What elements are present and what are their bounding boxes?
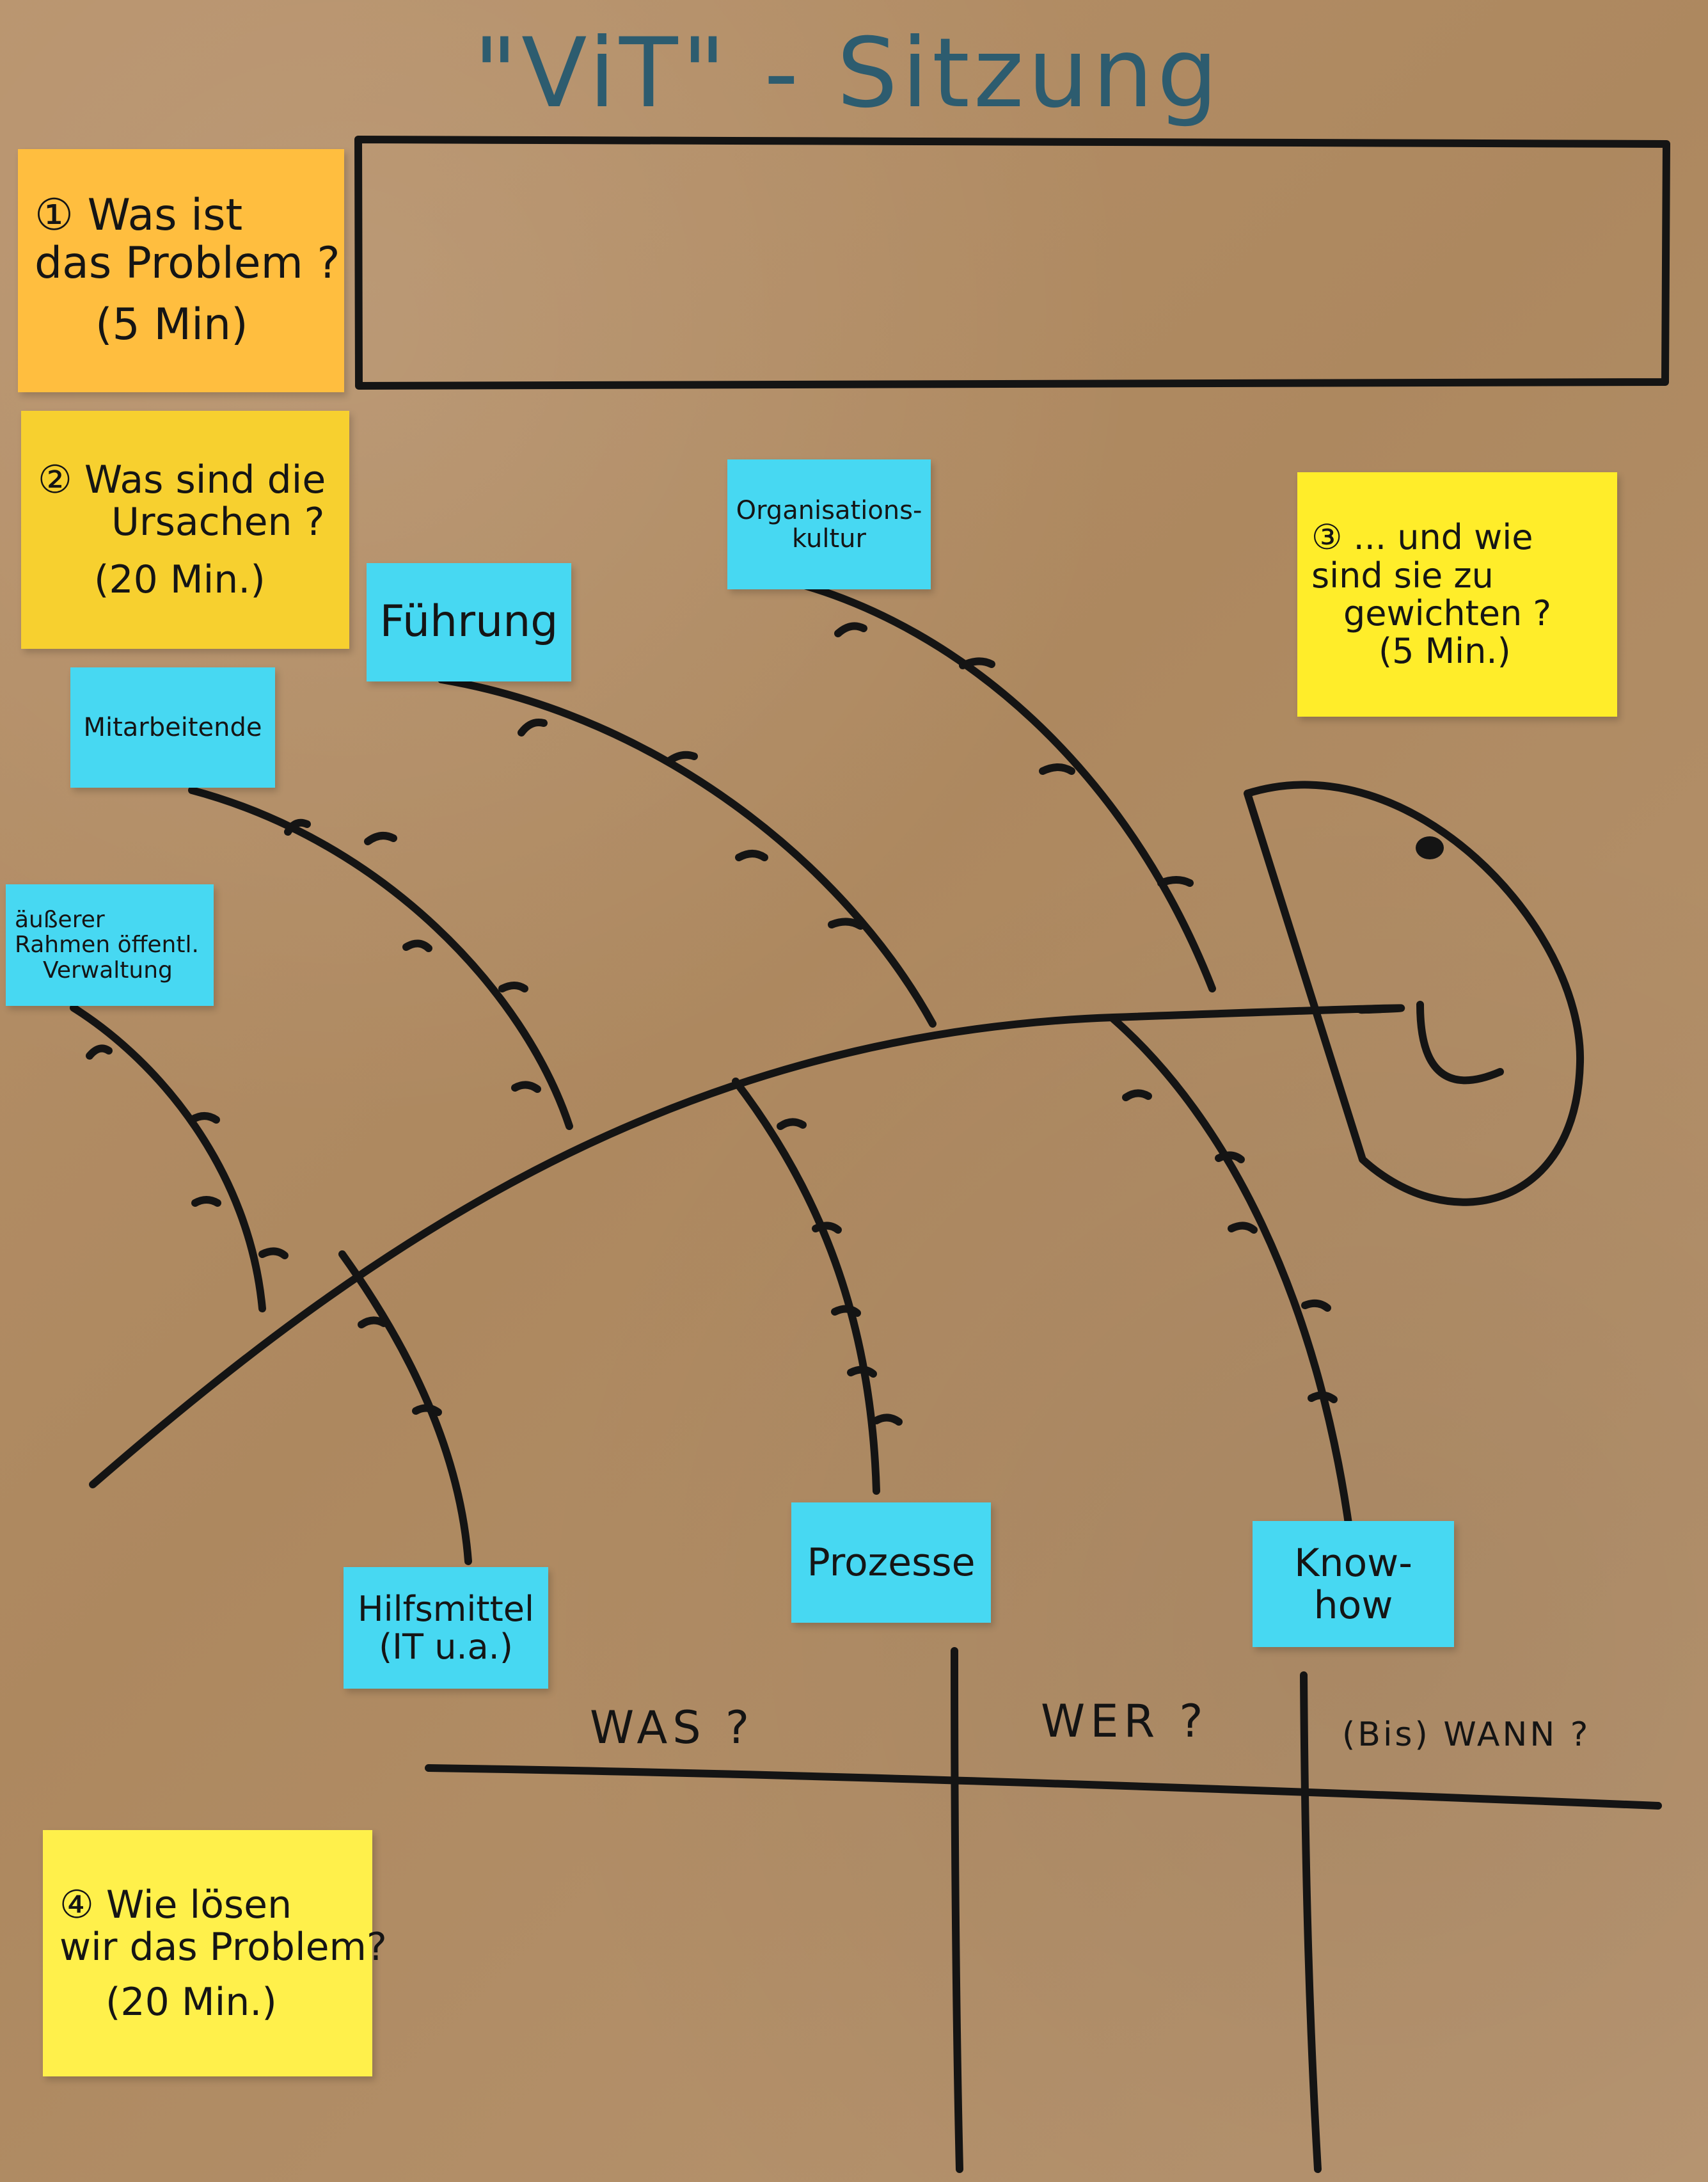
tick-12 (498, 982, 528, 992)
causes-note: ② Was sind die Ursachen ? (20 Min.) (21, 411, 349, 649)
tick-7 (735, 850, 768, 861)
causes-note-line-1: ② Was sind die (38, 458, 326, 502)
causes-note-line-2: Ursachen ? (111, 500, 325, 545)
tick-21 (812, 1222, 842, 1234)
tick-26 (1215, 1151, 1245, 1163)
fish-eye (1416, 836, 1444, 859)
category-mitarbeitende-line-1: Mitarbeitende (83, 713, 262, 742)
category-organisationskultur: Organisations- kultur (727, 459, 931, 589)
tick-16 (191, 1196, 221, 1207)
tick-1 (834, 622, 867, 637)
solution-note-line-3: (20 Min.) (106, 1979, 277, 2025)
tick-8 (828, 918, 864, 930)
weighting-note: ③ ... und wie sind sie zu gewichten ? (5… (1297, 472, 1617, 717)
category-aeusserer-rahmen-line-2: Rahmen öffentl. (15, 932, 199, 959)
category-aeusserer-rahmen-line-1: äußerer (15, 906, 105, 933)
category-knowhow-line-2: how (1313, 1582, 1393, 1628)
tick-27 (1228, 1222, 1258, 1234)
fish-spine (89, 1004, 1405, 1488)
tick-5 (518, 719, 548, 737)
problem-box (354, 136, 1670, 390)
problem-note-line-1: ① Was ist (35, 189, 243, 241)
solution-note: ④ Wie lösen wir das Problem? (20 Min.) (43, 1830, 387, 2076)
tick-25 (1122, 1089, 1152, 1101)
category-organisationskultur-line-1: Organisations- (736, 495, 922, 525)
category-hilfsmittel: Hilfsmittel (IT u.a.) (344, 1567, 548, 1689)
solution-note-line-2: wir das Problem? (59, 1924, 387, 1970)
tick-19 (412, 1404, 442, 1416)
action-table-header-wer: WER ? (1041, 1695, 1208, 1748)
weighting-note-line-2: sind sie zu (1311, 555, 1494, 596)
problem-note-line-3: (5 Min) (95, 299, 248, 351)
weighting-note-line-1: ③ ... und wie (1311, 517, 1533, 558)
table-divider-1 (951, 1647, 963, 2173)
tick-14 (86, 1044, 113, 1060)
bone-prozesse (732, 1078, 880, 1495)
bone-aeusserer-rahmen (70, 1004, 266, 1312)
table-header-line (425, 1764, 1662, 1810)
tick-15 (188, 1112, 220, 1124)
tick-20 (777, 1118, 807, 1130)
tick-4 (1157, 876, 1194, 887)
tick-2 (959, 657, 995, 669)
tick-18 (358, 1316, 388, 1328)
category-aeusserer-rahmen-line-3: Verwaltung (43, 957, 173, 983)
fish-head (1244, 781, 1585, 1206)
causes-note-line-3: (20 Min.) (94, 557, 265, 602)
category-hilfsmittel-line-2: (IT u.a.) (379, 1627, 513, 1667)
fish-mouth (1416, 1001, 1504, 1085)
category-fuehrung: Führung (367, 563, 571, 681)
action-table-header-was: WAS ? (590, 1701, 755, 1754)
problem-note: ① Was ist das Problem ? (5 Min) (18, 149, 344, 392)
category-knowhow: Know- how (1253, 1521, 1454, 1647)
tick-3 (1039, 763, 1075, 775)
solution-note-line-1: ④ Wie lösen (59, 1882, 292, 1927)
category-fuehrung-line-1: Führung (379, 596, 558, 648)
board-title: "ViT" - Sitzung (473, 18, 1222, 129)
bone-organisationskultur (789, 578, 1216, 992)
category-aeusserer-rahmen: äußerer Rahmen öffentl. Verwaltung (6, 884, 214, 1006)
category-knowhow-line-1: Know- (1294, 1540, 1412, 1586)
tick-29 (1308, 1391, 1338, 1403)
tick-11 (402, 939, 432, 952)
tick-10 (364, 832, 397, 845)
table-divider-2 (1300, 1671, 1322, 2173)
tick-24 (873, 1414, 903, 1426)
tick-9 (284, 818, 311, 836)
category-organisationskultur-line-2: kultur (792, 523, 866, 553)
category-hilfsmittel-line-1: Hilfsmittel (358, 1588, 534, 1629)
category-mitarbeitende: Mitarbeitende (70, 667, 275, 788)
category-prozesse-line-1: Prozesse (807, 1540, 976, 1585)
bone-knowhow (1109, 1015, 1354, 1536)
tick-28 (1301, 1299, 1331, 1312)
tick-13 (511, 1081, 541, 1093)
bone-mitarbeitende (188, 786, 573, 1130)
weighting-note-line-3: gewichten ? (1343, 593, 1552, 633)
problem-note-line-2: das Problem ? (35, 237, 340, 289)
tick-6 (665, 751, 698, 765)
tick-23 (847, 1366, 877, 1378)
bone-fuehrung (438, 676, 937, 1028)
tick-17 (258, 1247, 289, 1259)
action-table-header-wann: (Bis) WANN ? (1342, 1716, 1591, 1754)
weighting-note-line-4: (5 Min.) (1379, 631, 1511, 672)
bone-hilfsmittel (338, 1250, 472, 1565)
category-prozesse: Prozesse (791, 1502, 991, 1623)
tick-22 (831, 1305, 861, 1317)
